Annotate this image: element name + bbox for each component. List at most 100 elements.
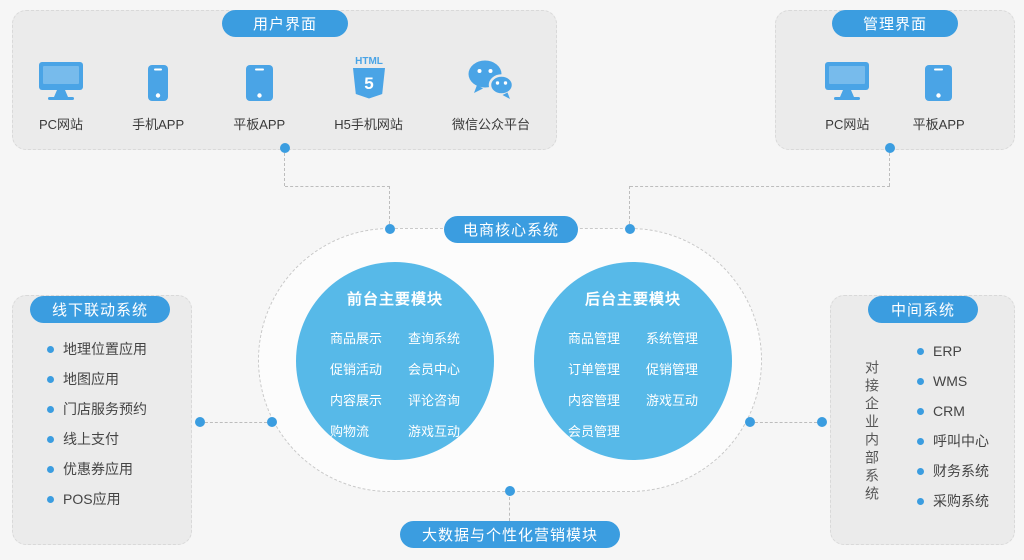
bullet-icon <box>917 377 924 385</box>
offline-systems-list: 地理位置应用 地图应用 门店服务预约 线上支付 优惠券应用 POS应用 <box>47 334 147 514</box>
html5-icon: HTML 5 <box>349 55 389 101</box>
connector-dot <box>280 143 290 153</box>
connector-line <box>205 422 267 423</box>
middle-systems-panel-title: 中间系统 <box>868 296 978 323</box>
ui-item-pc-site: PC网站 <box>39 55 83 133</box>
module-label: 查询系统 <box>408 331 461 346</box>
connector-line <box>755 422 817 423</box>
list-item: CRM <box>917 396 989 426</box>
middle-systems-list: ERP WMS CRM 呼叫中心 财务系统 采购系统 <box>917 336 989 516</box>
admin-interface-panel-title: 管理界面 <box>832 10 958 37</box>
module-label: 购物流 <box>329 424 369 439</box>
connector-line <box>630 186 890 187</box>
module-label: 游戏互动 <box>646 393 699 408</box>
connector-dot <box>195 417 205 427</box>
bullet-icon <box>47 465 54 473</box>
connector-dot <box>817 417 827 427</box>
list-item: 门店服务预约 <box>47 394 147 424</box>
frontend-modules-title: 前台主要模块 <box>346 291 443 308</box>
connector-line <box>889 153 890 186</box>
list-item-label: POS应用 <box>63 491 121 507</box>
backend-modules-list: 商品管理 订单管理 内容管理 会员管理 系统管理 促销管理 游戏互动 <box>534 328 732 440</box>
tablet-icon <box>925 55 953 101</box>
list-item: 采购系统 <box>917 486 989 516</box>
ui-item-wechat: 微信公众平台 <box>452 55 530 133</box>
module-label: 内容展示 <box>329 393 382 408</box>
svg-text:5: 5 <box>364 74 373 93</box>
connector-dot <box>885 143 895 153</box>
list-item: 线上支付 <box>47 424 147 454</box>
connector-dot <box>385 224 395 234</box>
monitor-icon <box>825 55 870 101</box>
icon-label: 微信公众平台 <box>451 117 530 132</box>
module-label: 促销活动 <box>329 362 382 377</box>
icon-label: 平板APP <box>233 117 286 132</box>
offline-systems-panel: 地理位置应用 地图应用 门店服务预约 线上支付 优惠券应用 POS应用 <box>12 295 192 545</box>
bullet-icon <box>47 375 54 383</box>
bigdata-marketing-label: 大数据与个性化营销模块 <box>400 521 620 548</box>
frontend-modules-circle: 前台主要模块 商品展示 促销活动 内容展示 购物流 查询系统 会员中心 评论咨询… <box>296 262 494 460</box>
list-item: 地理位置应用 <box>47 334 147 364</box>
module-label: 评论咨询 <box>408 393 461 408</box>
bullet-icon <box>917 497 924 505</box>
ui-item-tablet-app: 平板APP <box>233 55 285 133</box>
module-label: 会员中心 <box>408 362 461 377</box>
list-item-label: 门店服务预约 <box>63 401 147 417</box>
admin-item-tablet-app: 平板APP <box>913 55 965 133</box>
module-label: 会员管理 <box>567 424 620 439</box>
list-item-label: 线上支付 <box>63 431 119 447</box>
list-item: 地图应用 <box>47 364 147 394</box>
connector-line <box>389 186 390 224</box>
bullet-icon <box>917 407 924 415</box>
backend-modules-circle: 后台主要模块 商品管理 订单管理 内容管理 会员管理 系统管理 促销管理 游戏互… <box>534 262 732 460</box>
module-label: 订单管理 <box>567 362 620 377</box>
list-item: WMS <box>917 366 989 396</box>
bullet-icon <box>47 345 54 353</box>
connector-dot <box>267 417 277 427</box>
icon-label: 平板APP <box>912 117 965 132</box>
module-label: 系统管理 <box>646 331 699 346</box>
connector-dot <box>625 224 635 234</box>
list-item-label: 优惠券应用 <box>63 461 133 477</box>
bullet-icon <box>47 495 54 503</box>
list-item-label: 采购系统 <box>933 493 989 509</box>
bullet-icon <box>47 405 54 413</box>
core-system-title: 电商核心系统 <box>444 216 578 243</box>
list-item-label: 财务系统 <box>933 463 989 479</box>
ui-item-h5-site: HTML 5 H5手机网站 <box>334 55 403 133</box>
list-item: ERP <box>917 336 989 366</box>
list-item: 呼叫中心 <box>917 426 989 456</box>
frontend-modules-list: 商品展示 促销活动 内容展示 购物流 查询系统 会员中心 评论咨询 游戏互动 <box>296 328 494 440</box>
module-label: 商品展示 <box>329 331 382 346</box>
phone-icon <box>148 55 169 101</box>
connector-line <box>509 497 510 521</box>
connector-line <box>284 153 285 186</box>
offline-systems-panel-title: 线下联动系统 <box>30 296 170 323</box>
list-item: 财务系统 <box>917 456 989 486</box>
list-item-label: 呼叫中心 <box>933 433 989 449</box>
wechat-icon <box>468 55 514 101</box>
user-interface-items: PC网站 手机APP 平板APP HTML 5 H5手机网站 <box>13 55 556 133</box>
module-label: 游戏互动 <box>408 424 461 439</box>
connector-dot <box>505 486 515 496</box>
icon-label: H5手机网站 <box>334 117 403 132</box>
module-label: 商品管理 <box>567 331 620 346</box>
user-interface-panel-title: 用户界面 <box>222 10 348 37</box>
svg-text:HTML: HTML <box>355 56 383 67</box>
module-label: 促销管理 <box>646 362 699 377</box>
admin-interface-items: PC网站 平板APP <box>776 55 1014 133</box>
tablet-icon <box>245 55 273 101</box>
ui-item-mobile-app: 手机APP <box>132 55 184 133</box>
bullet-icon <box>47 435 54 443</box>
connector-line <box>285 186 390 187</box>
list-item: 优惠券应用 <box>47 454 147 484</box>
list-item-label: 地图应用 <box>63 371 119 387</box>
list-item-label: 地理位置应用 <box>63 341 147 357</box>
bullet-icon <box>917 437 924 445</box>
list-item: POS应用 <box>47 484 147 514</box>
monitor-icon <box>39 55 84 101</box>
list-item-label: CRM <box>933 403 965 419</box>
admin-item-pc-site: PC网站 <box>825 55 869 133</box>
module-label: 内容管理 <box>567 393 620 408</box>
middle-systems-panel: ERP WMS CRM 呼叫中心 财务系统 采购系统 <box>830 295 1015 545</box>
